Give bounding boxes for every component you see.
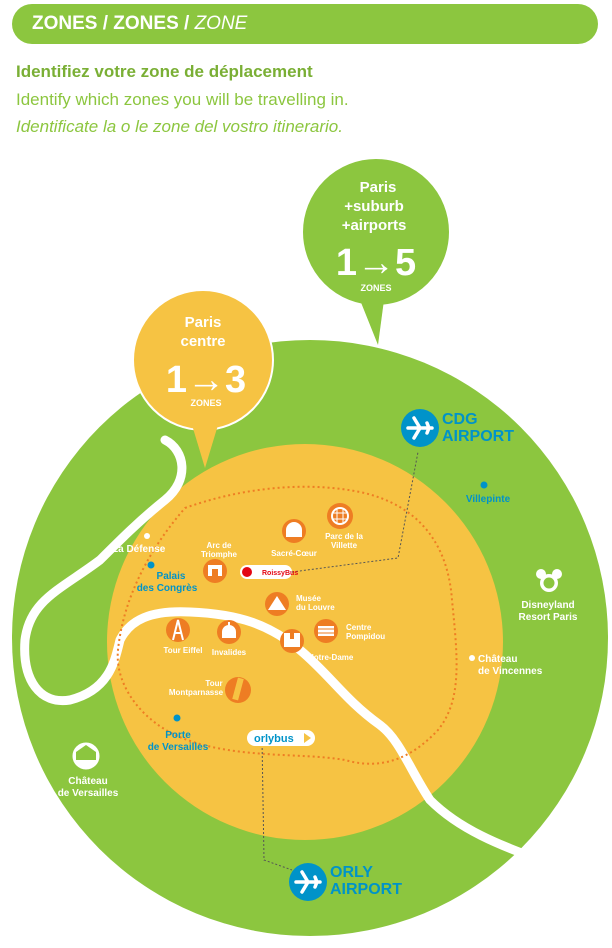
bubble-suburb-zones-label: ZONES — [360, 283, 391, 293]
eiffel-label: Tour Eiffel — [164, 646, 203, 655]
sacre-coeur-icon — [282, 519, 306, 543]
bubble-suburb-line1: Paris — [360, 179, 397, 196]
bubble-centre-line1: Paris — [185, 314, 222, 331]
louvre-label-2: du Louvre — [296, 603, 335, 612]
subtitle-en: Identify which zones you will be travell… — [16, 90, 349, 109]
orlybus-label: orlybus — [254, 733, 294, 745]
header-title: ZONES / ZONES / ZONE — [32, 13, 248, 34]
disney-label-2: Resort Paris — [519, 612, 578, 623]
notre-dame-label: Notre-Dame — [308, 653, 354, 662]
porte-label-2: de Versailles — [148, 742, 209, 753]
palais-label-1: Palais — [157, 571, 186, 582]
la-defense-dot — [144, 533, 150, 539]
cdg-label-1: CDG — [442, 411, 478, 428]
bubble-centre-line2: centre — [180, 333, 225, 350]
sacre-coeur-label: Sacré-Cœur — [271, 549, 317, 558]
notre-dame-icon — [280, 629, 304, 653]
palais-label-2: des Congrès — [137, 583, 198, 594]
bubble-suburb: Paris +suburb +airports 1→5 ZONES — [301, 157, 451, 345]
louvre-icon — [265, 592, 289, 616]
porte-versailles-dot — [173, 714, 181, 722]
vincennes-label-1: Château — [478, 654, 517, 665]
bubble-centre: Paris centre 1→3 ZONES — [132, 289, 274, 468]
orlybus-route — [261, 739, 293, 871]
subtitle-fr: Identifiez votre zone de déplacement — [16, 62, 313, 81]
pompidou-label-1: Centre — [346, 623, 372, 632]
roissybus-label: RoissyBus — [262, 570, 298, 577]
villette-label-1: Parc de la — [325, 532, 363, 541]
pompidou-icon — [314, 619, 338, 643]
cdg-label-2: AIRPORT — [442, 428, 514, 445]
zone-1-3-circle — [107, 444, 503, 840]
arc-triomphe-icon — [203, 559, 227, 583]
pompidou-label-2: Pompidou — [346, 632, 385, 641]
orly-label-2: AIRPORT — [330, 881, 402, 898]
eiffel-tower-icon — [166, 618, 190, 642]
orly-airport: ORLY AIRPORT — [289, 863, 402, 901]
header-bar: ZONES / ZONES / ZONE — [12, 4, 598, 44]
orlybus-logo: orlybus — [247, 730, 315, 746]
vincennes-dot — [469, 655, 475, 661]
bubble-suburb-zones: 1→5 — [336, 242, 416, 284]
porte-label-1: Porte — [165, 730, 191, 741]
invalides-label: Invalides — [212, 648, 247, 657]
villette-label-2: Villette — [331, 541, 358, 550]
bubble-centre-zones: 1→3 — [166, 359, 246, 401]
bubble-suburb-line3: +airports — [342, 217, 407, 234]
villepinte-dot — [480, 481, 488, 489]
bubble-suburb-line2: +suburb — [344, 198, 404, 215]
invalides-icon — [217, 620, 241, 644]
mickey-icon — [536, 569, 562, 592]
villette-icon — [327, 503, 353, 529]
bubble-centre-zones-label: ZONES — [190, 398, 221, 408]
montparnasse-icon — [225, 677, 251, 703]
arc-label-2: Triomphe — [201, 550, 238, 559]
versailles-label-1: Château — [68, 776, 107, 787]
roissybus-route — [291, 451, 419, 573]
la-defense-label: La Défense — [112, 544, 166, 555]
palais-congres-dot — [147, 561, 155, 569]
montparnasse-label-2: Montparnasse — [169, 688, 224, 697]
versailles-label-2: de Versailles — [58, 788, 119, 799]
vincennes-label-2: de Vincennes — [478, 666, 543, 677]
villepinte-label: Villepinte — [466, 494, 511, 505]
disney-label-1: Disneyland — [521, 600, 574, 611]
chateau-versailles-icon — [71, 741, 101, 771]
louvre-label-1: Musée — [296, 594, 321, 603]
roissybus-logo: RoissyBus — [240, 565, 298, 579]
orly-label-1: ORLY — [330, 864, 373, 881]
arc-label-1: Arc de — [207, 541, 232, 550]
subtitle-it: Identificate la o le zone del vostro iti… — [16, 117, 343, 136]
montparnasse-label-1: Tour — [205, 679, 222, 688]
cdg-airport: CDG AIRPORT — [401, 409, 514, 447]
